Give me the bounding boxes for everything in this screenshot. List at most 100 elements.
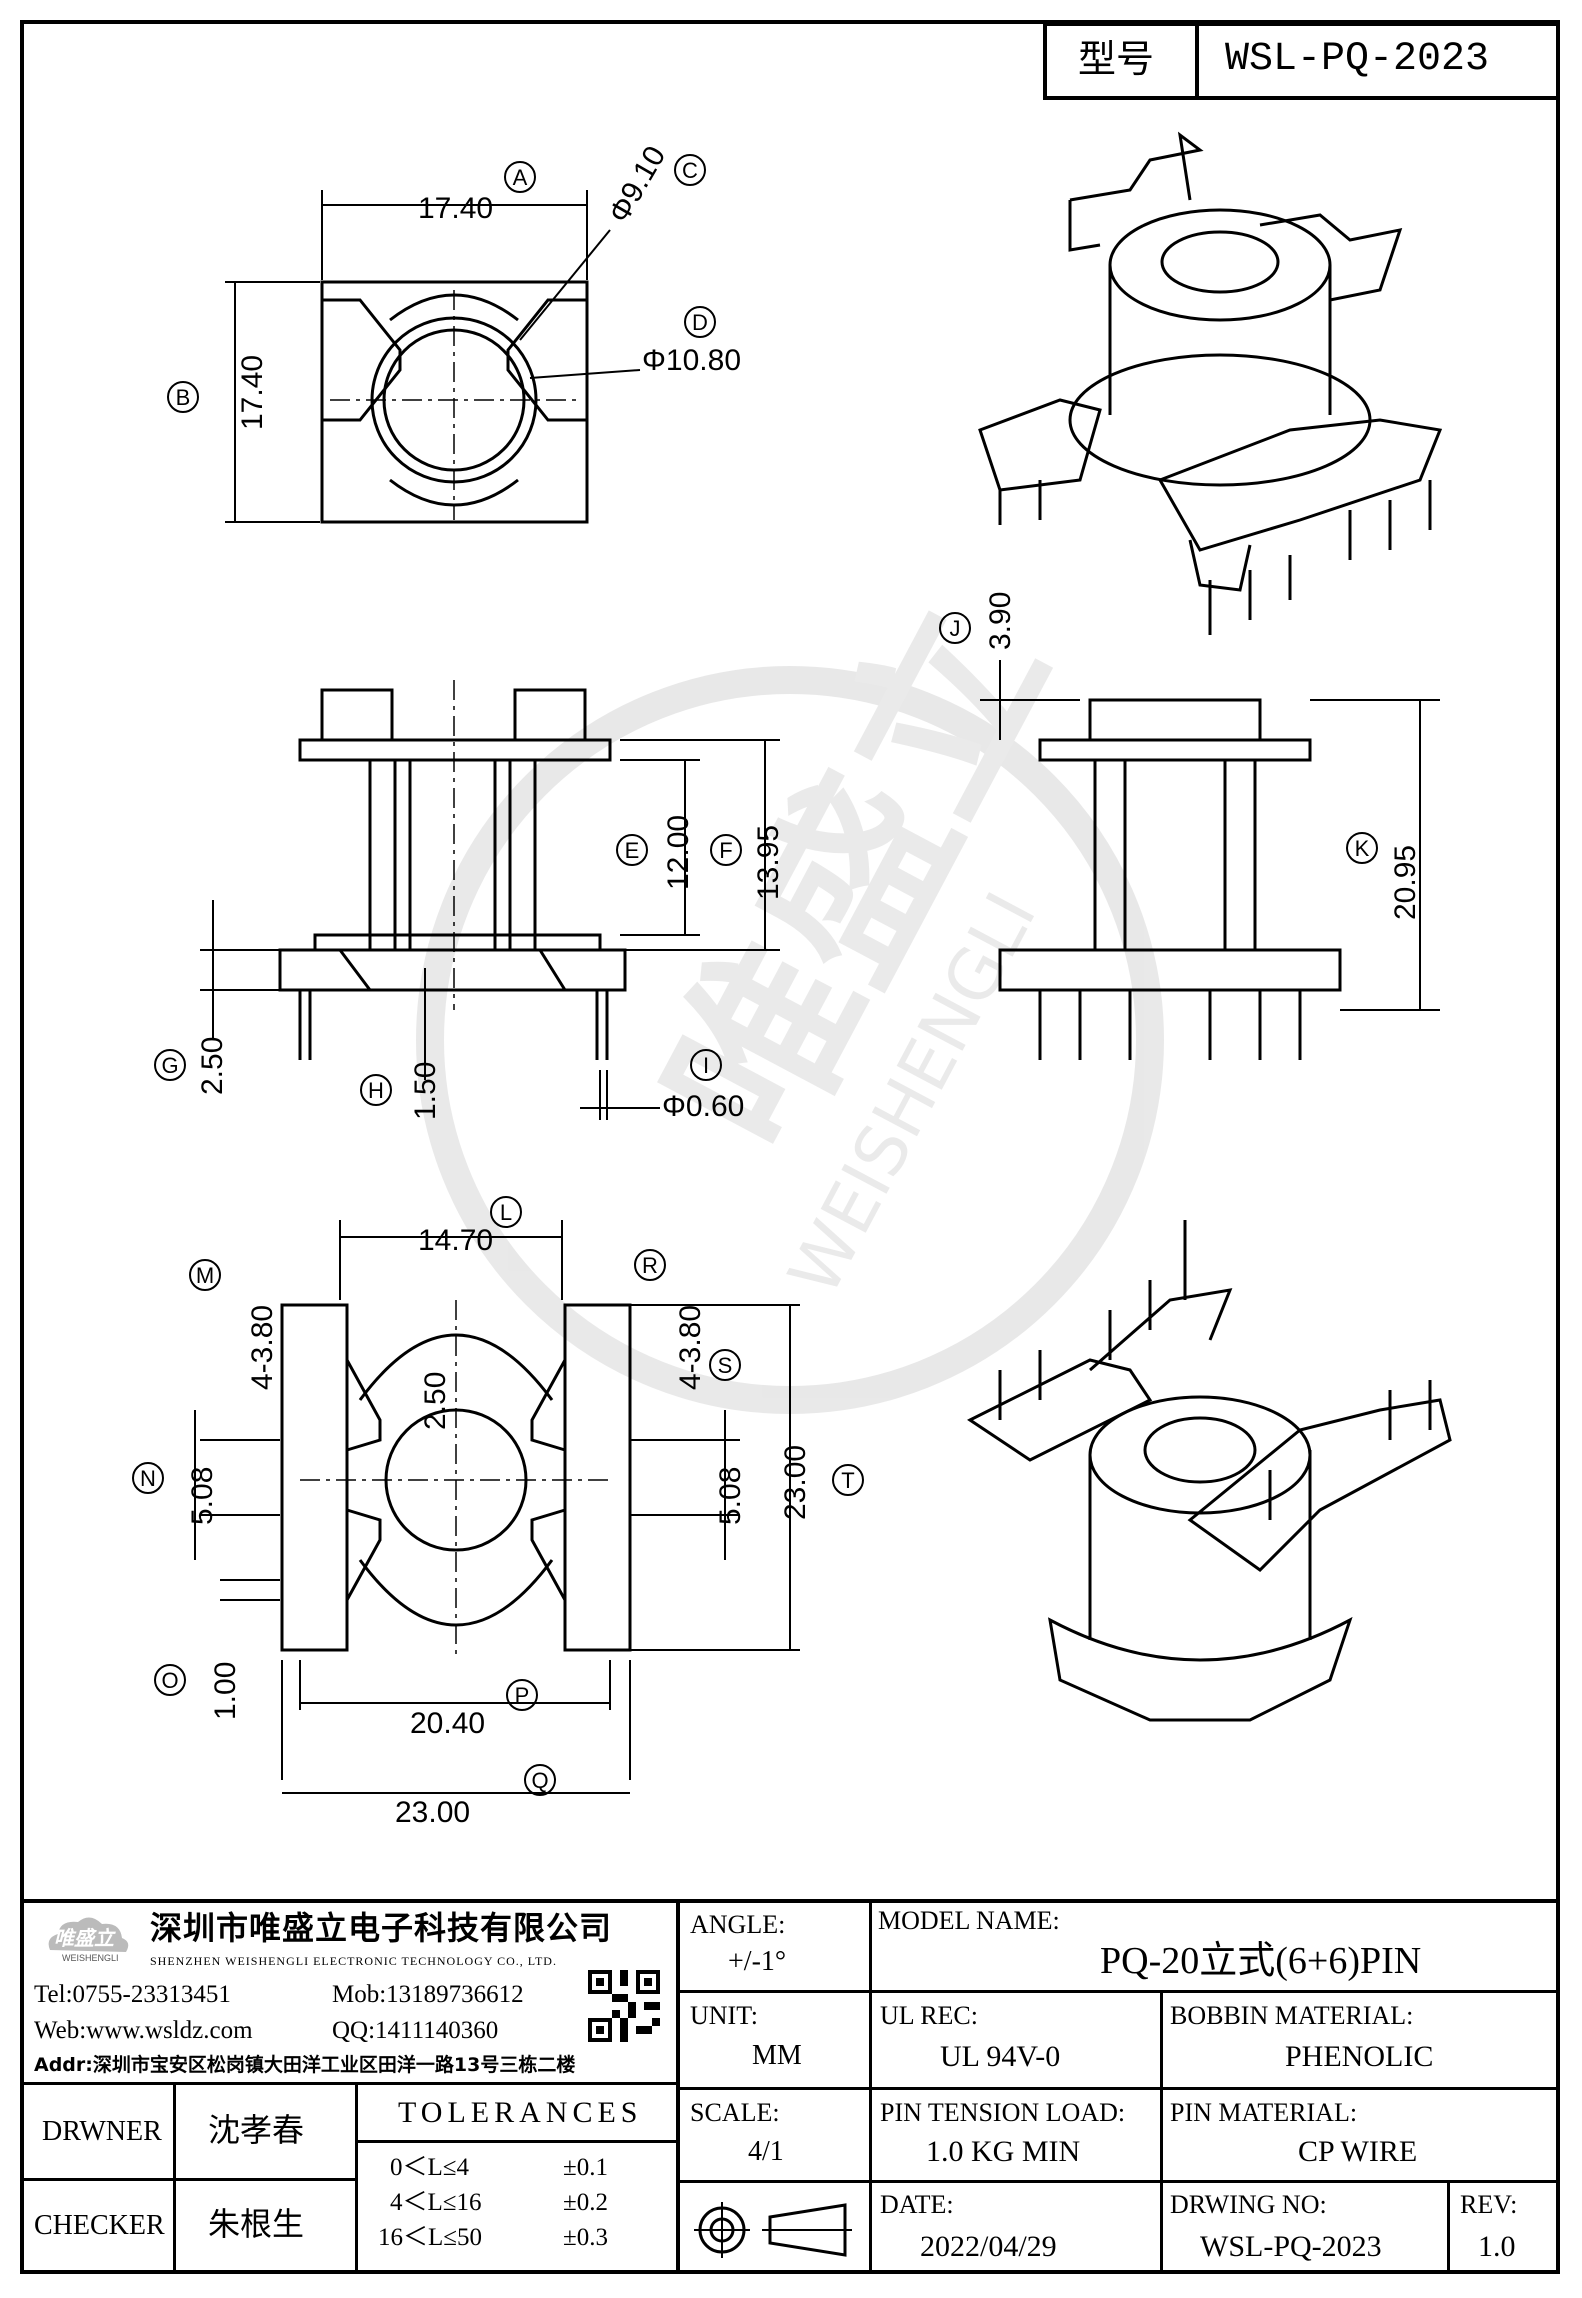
grid-hline-2 xyxy=(680,2087,1560,2090)
drawing-frame xyxy=(20,20,1560,2274)
sign-hrule xyxy=(20,2178,358,2181)
bottom-view xyxy=(280,1300,632,1660)
qr-code xyxy=(588,1970,660,2042)
dim-D: Φ10.80 xyxy=(642,344,741,377)
grid-hline-3 xyxy=(680,2180,1560,2183)
company-logo: 唯盛立 WEISHENGLI xyxy=(40,1910,135,1965)
tol2-range: 4＜L≤16 xyxy=(390,2189,482,2216)
marker-S: S xyxy=(709,1349,741,1381)
dim-F: 13.95 xyxy=(752,825,785,900)
projection-symbol xyxy=(690,2195,860,2265)
tol1-value: ±0.1 xyxy=(563,2154,608,2181)
unit-value: MM xyxy=(752,2040,802,2071)
markers: A C D B E F G H I J K L M R S N T O P Q xyxy=(132,154,1378,1796)
svg-text:M: M xyxy=(196,1263,214,1288)
date-value: 2022/04/29 xyxy=(920,2230,1057,2263)
marker-H: H xyxy=(360,1074,392,1106)
company-web: Web:www.wsldz.com xyxy=(34,2017,253,2044)
dwgno-label: DRWING NO: xyxy=(1170,2190,1327,2219)
type-value: WSL-PQ-2023 xyxy=(1225,37,1490,82)
marker-O: O xyxy=(154,1664,186,1696)
model-value: PQ-20立式(6+6)PIN xyxy=(1100,1940,1422,1982)
top-view xyxy=(320,280,589,524)
svg-text:R: R xyxy=(642,1253,658,1278)
company-name-en: SHENZHEN WEISHENGLI ELECTRONIC TECHNOLOG… xyxy=(150,1954,557,1968)
marker-C: C xyxy=(674,154,706,186)
svg-text:N: N xyxy=(140,1466,156,1491)
marker-P: P xyxy=(506,1679,538,1711)
dim-P: 20.40 xyxy=(410,1707,485,1740)
marker-B: B xyxy=(167,381,199,413)
svg-text:E: E xyxy=(625,838,640,863)
checker-name: 朱根生 xyxy=(208,2205,305,2243)
drawer-name: 沈孝春 xyxy=(208,2111,305,2149)
qr-code-icon xyxy=(588,1970,660,2042)
grid-vline-1 xyxy=(869,1899,872,2274)
dim-G: 2.50 xyxy=(196,1037,229,1095)
technical-drawing: 唯盛立 WEISHENGLI xyxy=(132,131,1452,1829)
ulrec-label: UL REC: xyxy=(880,2001,978,2030)
checker-label: CHECKER xyxy=(34,2210,165,2241)
cloud-logo-icon xyxy=(48,1917,129,1952)
scale-label: SCALE: xyxy=(690,2098,780,2127)
dim-C: Φ9.10 xyxy=(602,141,672,229)
svg-text:P: P xyxy=(515,1683,530,1708)
dim-T: 23.00 xyxy=(779,1445,812,1520)
svg-text:S: S xyxy=(718,1353,733,1378)
marker-G: G xyxy=(154,1049,186,1081)
ulrec-value: UL 94V-0 xyxy=(940,2040,1061,2073)
dim-L: 14.70 xyxy=(418,1224,493,1257)
rev-value: 1.0 xyxy=(1478,2230,1516,2263)
tol2-value: ±0.2 xyxy=(563,2189,608,2216)
company-name-cn: 深圳市唯盛立电子科技有限公司 xyxy=(150,1909,613,1947)
marker-R: R xyxy=(634,1249,666,1281)
svg-text:C: C xyxy=(682,158,698,183)
marker-A: A xyxy=(504,161,536,193)
angle-label: ANGLE: xyxy=(690,1910,786,1939)
grid-hline-1 xyxy=(680,1990,1560,1993)
tol3-value: ±0.3 xyxy=(563,2224,608,2251)
svg-text:D: D xyxy=(692,310,708,335)
drawer-label: DRWNER xyxy=(42,2116,162,2147)
dim-I: Φ0.60 xyxy=(662,1090,744,1123)
type-label: 型号 xyxy=(1078,37,1155,81)
company-qq: QQ:1411140360 xyxy=(332,2017,499,2044)
bobbin-label: BOBBIN MATERIAL: xyxy=(1170,2001,1414,2030)
svg-text:J: J xyxy=(950,616,961,641)
dim-H: 1.50 xyxy=(409,1062,442,1120)
svg-text:H: H xyxy=(368,1078,384,1103)
svg-text:B: B xyxy=(176,385,191,410)
dim-A: 17.40 xyxy=(418,192,493,225)
marker-Q: Q xyxy=(524,1764,556,1796)
sign-area xyxy=(20,2085,680,2274)
tol1-range: 0＜L≤4 xyxy=(390,2154,469,2181)
grid-vline-2 xyxy=(1160,1990,1163,2274)
type-header-divider xyxy=(1195,22,1199,100)
logo-sub: WEISHENGLI xyxy=(62,1953,119,1963)
dim-O: 1.00 xyxy=(209,1662,242,1720)
dim-N: 5.08 xyxy=(186,1467,219,1525)
iso-view-bottom xyxy=(967,1220,1452,1722)
first-angle-projection-icon xyxy=(694,2202,852,2258)
front-view xyxy=(278,680,627,1060)
bobbin-value: PHENOLIC xyxy=(1285,2040,1434,2073)
svg-text:G: G xyxy=(161,1053,178,1078)
svg-text:K: K xyxy=(1355,836,1370,861)
dim-R: 4-3.80 xyxy=(674,1305,707,1390)
tension-label: PIN TENSION LOAD: xyxy=(880,2098,1126,2127)
logo-text: 唯盛立 xyxy=(54,1926,114,1950)
svg-text:T: T xyxy=(841,1468,854,1493)
date-label: DATE: xyxy=(880,2190,954,2219)
marker-N: N xyxy=(132,1462,164,1494)
dim-B: 17.40 xyxy=(236,355,269,430)
dim-K: 20.95 xyxy=(1389,845,1422,920)
grid-vline-3 xyxy=(1447,2183,1450,2274)
marker-D: D xyxy=(684,306,716,338)
watermark: 唯盛立 WEISHENGLI xyxy=(416,574,1164,1414)
marker-J: J xyxy=(939,612,971,644)
dim-J: 3.90 xyxy=(984,592,1017,650)
dim-E: 12.00 xyxy=(662,815,695,890)
marker-M: M xyxy=(189,1259,221,1291)
pinmat-value: CP WIRE xyxy=(1298,2135,1418,2168)
tolerances-label: TOLERANCES xyxy=(398,2096,643,2129)
